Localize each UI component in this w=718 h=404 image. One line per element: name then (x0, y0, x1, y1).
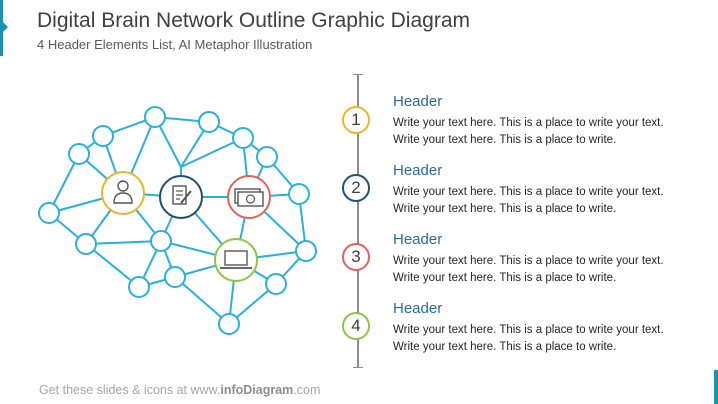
footer-brand: infoDiagram (220, 383, 294, 397)
slide-subtitle: 4 Header Elements List, AI Metaphor Illu… (37, 37, 313, 52)
item-number-1: 1 (342, 106, 370, 134)
network-node (288, 183, 310, 205)
network-node (164, 266, 186, 288)
network-node (144, 106, 166, 128)
item-header-2: Header (393, 162, 443, 179)
timeline-bottom-cap (353, 367, 363, 368)
footer-credit: Get these slides & icons at www.infoDiag… (39, 383, 320, 397)
laptop-icon (214, 238, 258, 282)
document-edit-icon (159, 175, 203, 219)
item-header-1: Header (393, 93, 443, 110)
right-accent-bar (714, 370, 718, 404)
network-node (256, 146, 278, 168)
item-number-2: 2 (342, 174, 370, 202)
network-node (150, 230, 172, 252)
item-header-4: Header (393, 300, 443, 317)
item-text-1: Write your text here. This is a place to… (393, 117, 664, 146)
network-node (198, 111, 220, 133)
left-accent-bar (0, 0, 3, 56)
slide-title: Digital Brain Network Outline Graphic Di… (37, 9, 470, 32)
footer-prefix: Get these slides & icons at www. (39, 383, 221, 397)
network-node (232, 127, 254, 149)
network-node (68, 143, 90, 165)
network-node (128, 276, 150, 298)
network-node (75, 233, 97, 255)
network-node (38, 202, 60, 224)
user-icon (101, 171, 145, 215)
timeline-line (357, 74, 359, 368)
item-text-4: Write your text here. This is a place to… (393, 324, 664, 353)
item-header-3: Header (393, 231, 443, 248)
item-number-4: 4 (342, 312, 370, 340)
network-node (218, 313, 240, 335)
network-nodes (38, 106, 317, 335)
network-node (92, 125, 114, 147)
money-icon (227, 175, 271, 219)
footer-suffix: .com (293, 383, 321, 397)
item-number-3: 3 (342, 243, 370, 271)
network-node (265, 273, 287, 295)
brain-network-diagram (38, 106, 317, 335)
item-text-3: Write your text here. This is a place to… (393, 255, 664, 284)
item-text-2: Write your text here. This is a place to… (393, 186, 664, 215)
left-accent-arrow (3, 22, 8, 32)
network-node (295, 240, 317, 262)
